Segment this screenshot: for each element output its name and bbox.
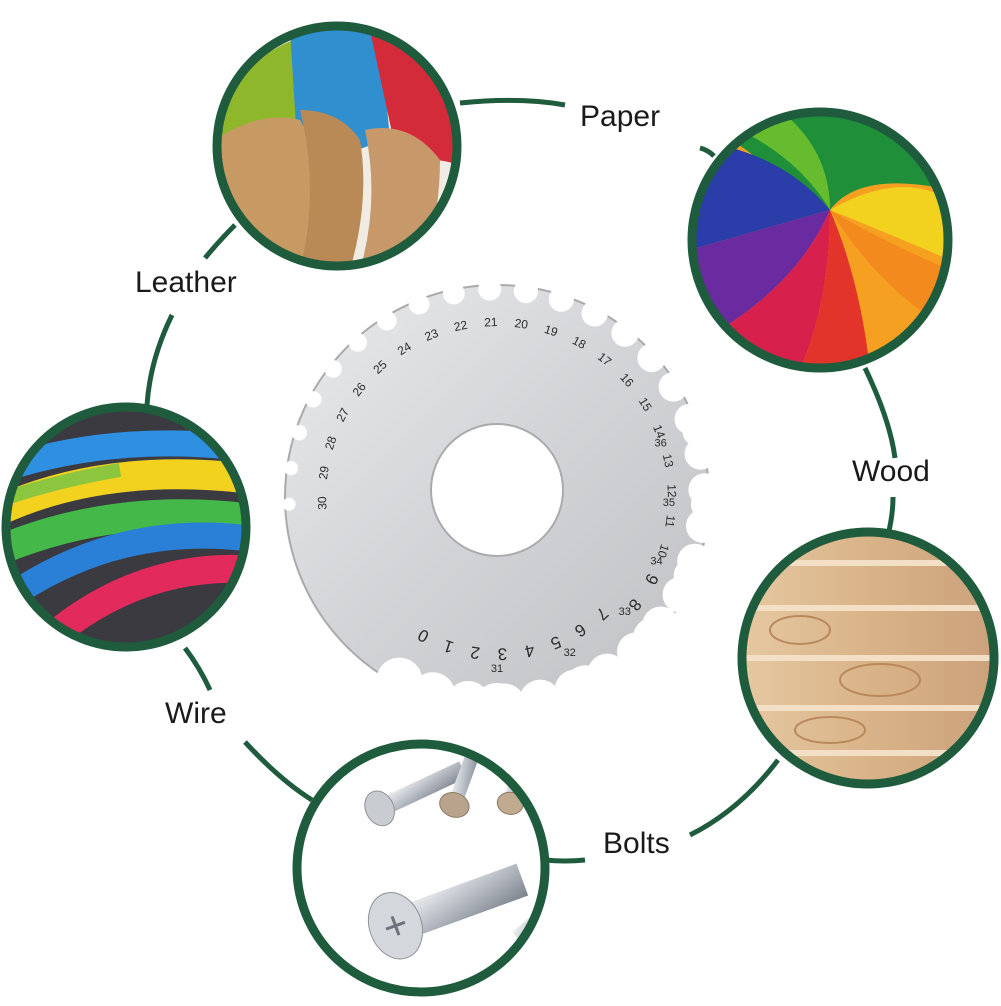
gauge-slot-number: 31: [491, 663, 503, 675]
gauge-notch: [291, 425, 307, 441]
gauge-number: 12: [664, 484, 678, 498]
gauge-notch: [658, 372, 689, 402]
gauge-center-hole: [430, 423, 564, 557]
gauge-notches: [282, 277, 723, 731]
gauge-number: 21: [484, 315, 498, 329]
wire-photo: [1, 402, 251, 652]
gauge-number: 22: [453, 318, 469, 335]
gauge-notch: [305, 391, 322, 408]
gauge-notch: [611, 319, 639, 347]
gauge-notch: [283, 461, 299, 476]
gauge-number: 11: [662, 514, 678, 529]
gauge-notch: [478, 277, 502, 301]
gauge-notch: [282, 497, 296, 511]
gauge-notch: [581, 300, 608, 327]
gauge-number: 4: [523, 640, 536, 661]
gauge-number: 14: [650, 423, 668, 441]
gauge-slot-number: 36: [654, 438, 666, 450]
gauge-notch: [408, 293, 430, 315]
gauge-slot: [690, 488, 723, 521]
gauge-notch: [410, 672, 456, 718]
gauge-number: 19: [543, 322, 560, 340]
gauge-notch: [637, 343, 666, 373]
gauge-slot-number: 32: [564, 647, 576, 659]
gauge-number: 23: [423, 326, 441, 344]
gauge-number: 29: [316, 465, 332, 480]
gauge-slot-number: 33: [619, 606, 631, 618]
gauge-slot: [473, 683, 521, 731]
gauge-number: 20: [514, 316, 529, 332]
gauge-slot: [563, 665, 608, 710]
gauge-slot: [682, 418, 711, 447]
gauge-notch: [548, 286, 574, 312]
gauge-number: 18: [570, 333, 589, 352]
label-wire: Wire: [165, 697, 227, 730]
gauge-notch: [684, 437, 717, 470]
gauge-number: 28: [322, 434, 340, 451]
gauge-notch: [519, 679, 562, 722]
gauge-notch: [513, 278, 539, 304]
gauge-notch: [442, 282, 465, 305]
gauge-number: 3: [497, 644, 507, 663]
label-leather: Leather: [135, 266, 237, 299]
gauge-notch: [348, 333, 368, 352]
leather-photo: [212, 21, 462, 271]
gauge-slot: [633, 617, 674, 658]
label-paper: Paper: [580, 100, 661, 133]
gauge-slot-number: 35: [663, 497, 675, 509]
gauge-number: 10: [654, 543, 672, 560]
gauge-number: 13: [660, 453, 677, 469]
gauge-notch: [376, 310, 397, 331]
gauge-slot: [673, 557, 710, 594]
gauge-slot-number: 34: [650, 555, 662, 567]
label-bolts: Bolts: [603, 827, 670, 860]
paper-photo: [687, 107, 953, 373]
bolts-photo: [292, 739, 550, 997]
gauge-number: 30: [315, 496, 329, 510]
gauge-notch: [324, 360, 342, 378]
wood-photo: [737, 527, 999, 789]
gauge-number: 27: [333, 405, 352, 424]
gauge-number: 2: [469, 642, 481, 662]
label-wood: Wood: [852, 455, 930, 488]
